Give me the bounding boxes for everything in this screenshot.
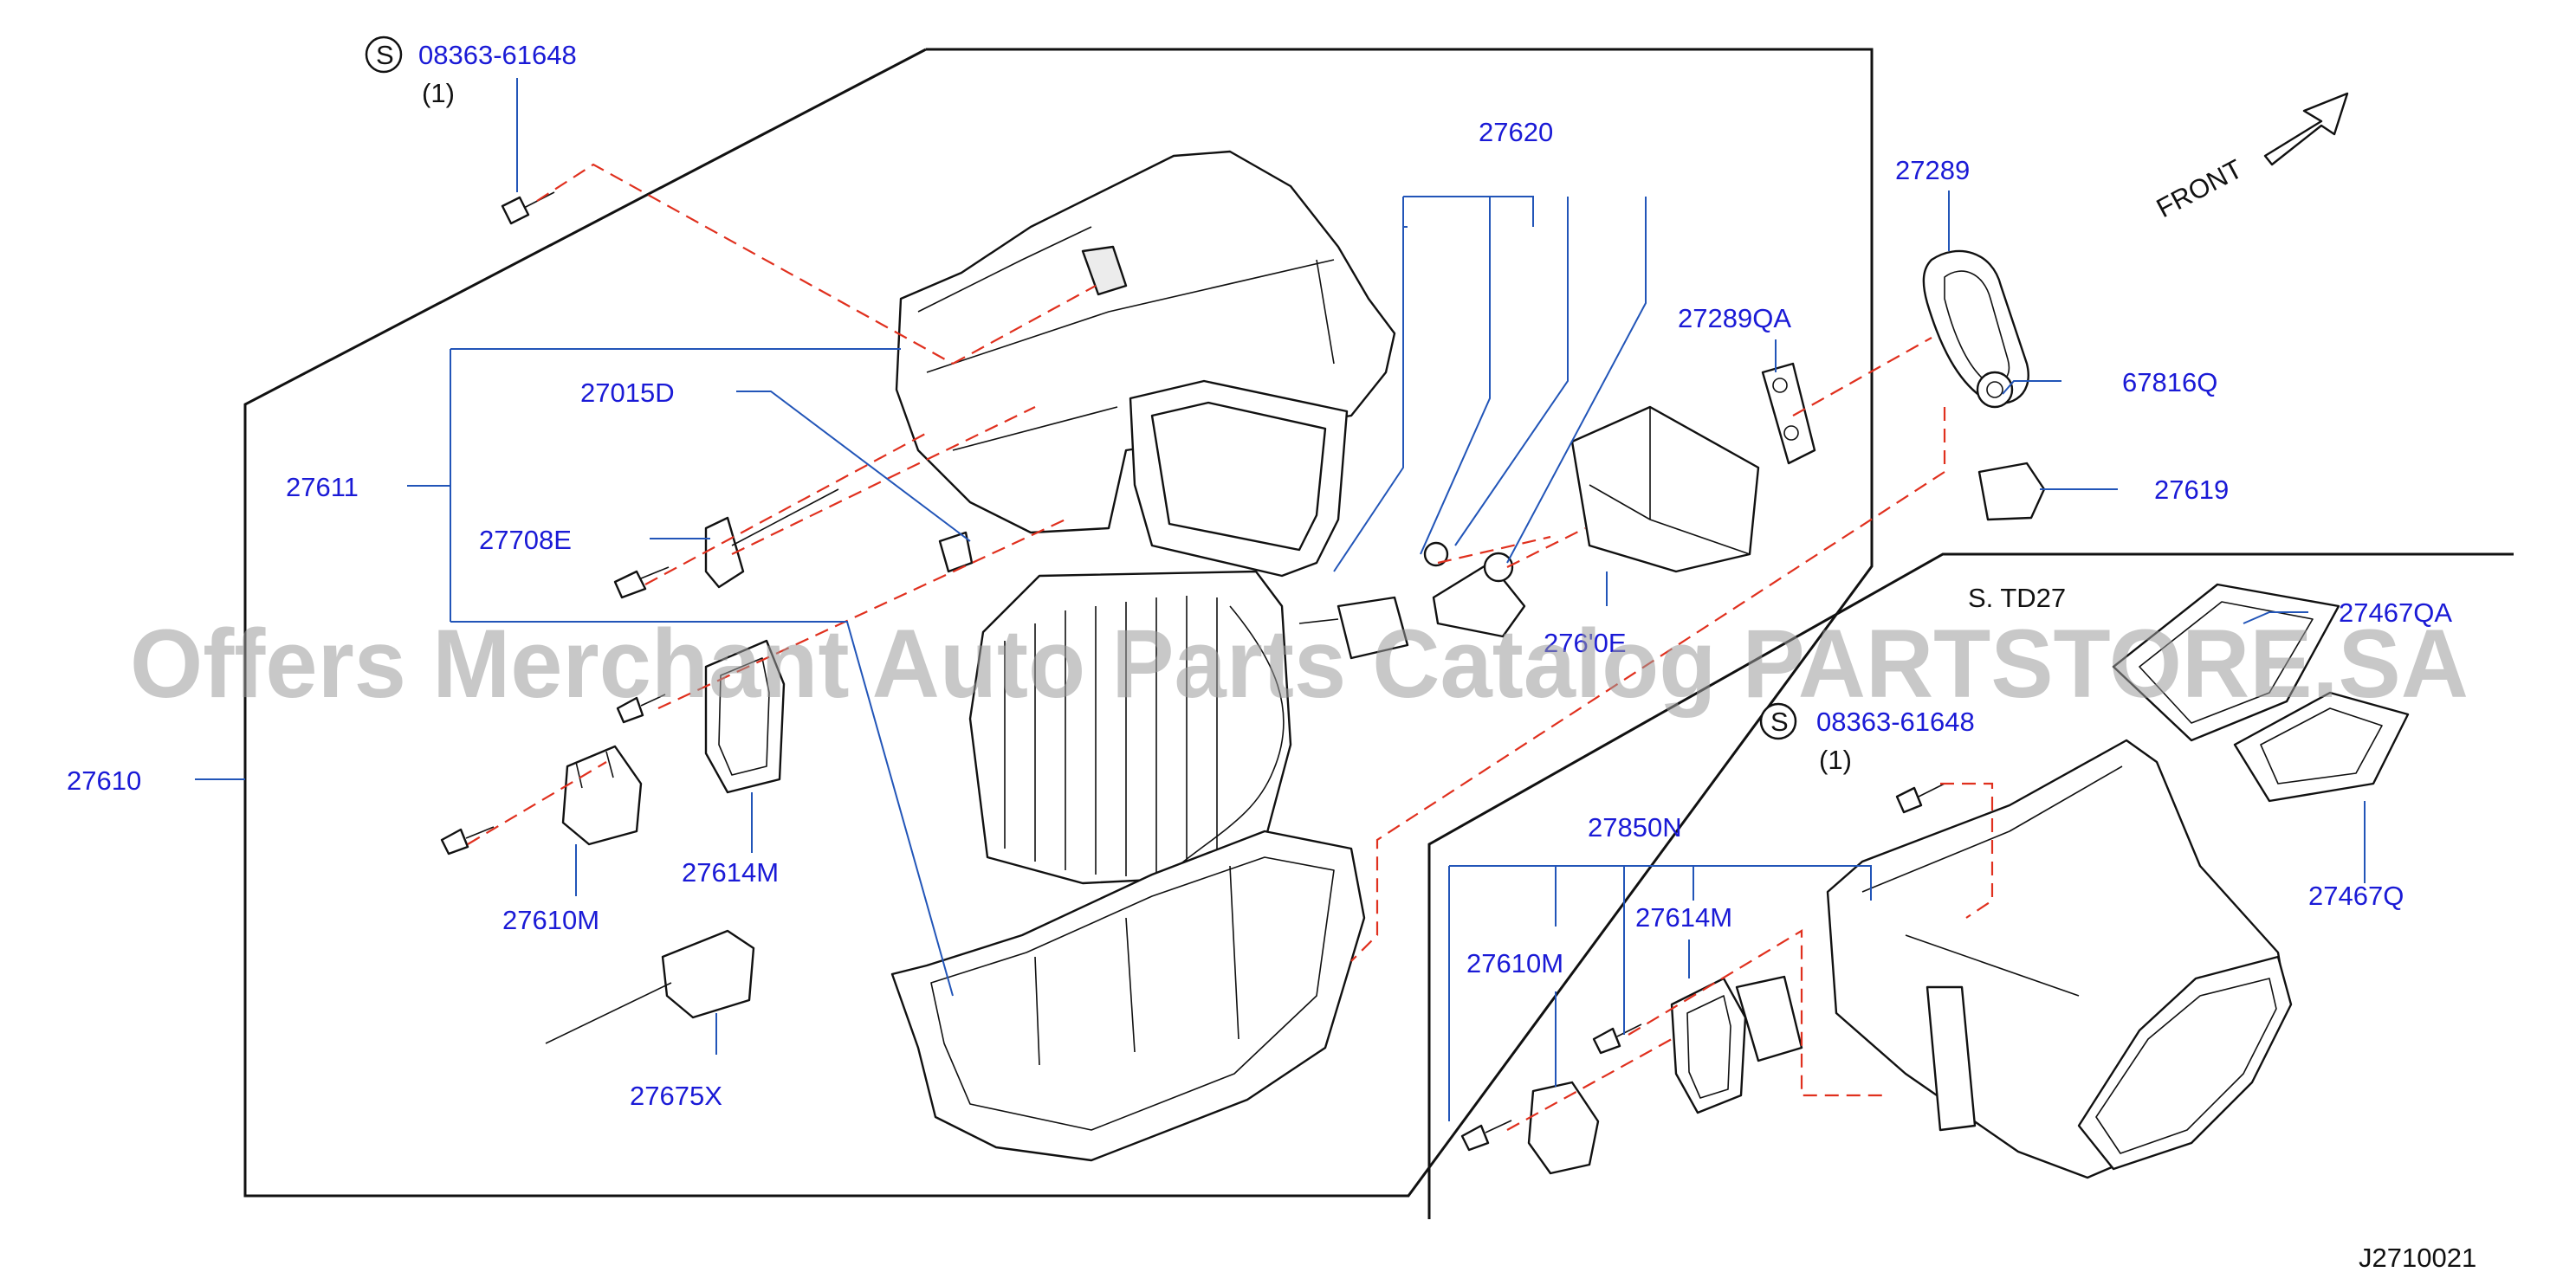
label-27610[interactable]: 27610 xyxy=(67,765,141,796)
seal-27467q xyxy=(2233,691,2410,803)
label-27610m-right[interactable]: 27610M xyxy=(1466,948,1563,978)
screw-left-mid xyxy=(616,694,666,724)
label-27289qa[interactable]: 27289QA xyxy=(1678,303,1791,333)
grommet-27289qa xyxy=(1761,362,1816,465)
label-27850n[interactable]: 27850N xyxy=(1588,812,1682,843)
label-27289[interactable]: 27289 xyxy=(1895,155,1970,185)
label-27620e-partial[interactable]: 276'0E xyxy=(1544,628,1627,658)
expansion-valve xyxy=(1298,596,1409,660)
upper-case-housing xyxy=(895,150,1396,578)
label-27467qa[interactable]: 27467QA xyxy=(2339,597,2452,628)
label-27467q[interactable]: 27467Q xyxy=(2308,881,2404,911)
label-67816q[interactable]: 67816Q xyxy=(2122,367,2217,397)
label-27015d[interactable]: 27015D xyxy=(580,378,675,408)
leader-lines xyxy=(195,78,2366,1121)
watermark: Offers Merchant Auto Parts Catalog PARTS… xyxy=(130,610,2469,718)
label-27614m-left[interactable]: 27614M xyxy=(682,857,779,888)
gasket-27614m-right xyxy=(1670,975,1803,1114)
label-bolt-main[interactable]: 08363-61648 xyxy=(418,40,577,70)
gasket-27614m-left xyxy=(704,639,786,794)
sensor-27675x xyxy=(545,929,755,1044)
s-symbol-sub xyxy=(1759,702,1797,740)
screw-left-low xyxy=(440,826,495,856)
label-27614m-right[interactable]: 27614M xyxy=(1635,902,1732,933)
label-front: FRONT xyxy=(2152,153,2248,223)
label-27675x[interactable]: 27675X xyxy=(630,1081,722,1111)
pipe-clamp xyxy=(1423,541,1526,638)
evaporator-core xyxy=(968,570,1292,885)
grommet-67816q xyxy=(1976,371,2014,409)
label-bolt-sub-qty: (1) xyxy=(1819,745,1852,775)
label-27620[interactable]: 27620 xyxy=(1479,117,1553,147)
resistor-27610m-left xyxy=(561,745,643,846)
clip-27015d xyxy=(938,531,974,573)
s-symbol-main-text: S xyxy=(376,40,394,70)
label-spec-td27: S. TD27 xyxy=(1968,583,2066,613)
label-bolt-sub[interactable]: 08363-61648 xyxy=(1816,707,1975,737)
screw-sub-low xyxy=(1460,1120,1512,1152)
intake-duct xyxy=(1826,739,2293,1179)
screw-27708e xyxy=(613,566,670,599)
dashed-guides xyxy=(467,163,1994,1131)
thermo-sensor-27708e xyxy=(704,488,839,589)
fastener-main-top xyxy=(501,191,555,225)
lower-case-housing xyxy=(890,830,1366,1162)
filter-27467qa xyxy=(2112,583,2340,742)
grommet-27289 xyxy=(1922,249,2029,404)
label-27619[interactable]: 27619 xyxy=(2154,475,2229,505)
resistor-27610m-right xyxy=(1527,1081,1600,1175)
sub-frame xyxy=(1427,552,2514,1219)
screw-sub-mid xyxy=(1592,1023,1642,1055)
s-symbol-main xyxy=(365,36,403,74)
diagram-code: J2710021 xyxy=(2359,1243,2476,1273)
s-symbol-sub-text: S xyxy=(1770,707,1789,737)
label-27611[interactable]: 27611 xyxy=(286,472,359,502)
bulb-27619 xyxy=(1977,462,2046,521)
bracket-block xyxy=(1570,405,1760,573)
label-27610m-left[interactable]: 27610M xyxy=(502,905,599,935)
front-arrow xyxy=(2263,92,2349,166)
screw-sub-top xyxy=(1895,783,1945,814)
label-27708e[interactable]: 27708E xyxy=(479,525,572,555)
label-bolt-main-qty: (1) xyxy=(422,78,455,108)
main-frame xyxy=(243,48,1874,1198)
